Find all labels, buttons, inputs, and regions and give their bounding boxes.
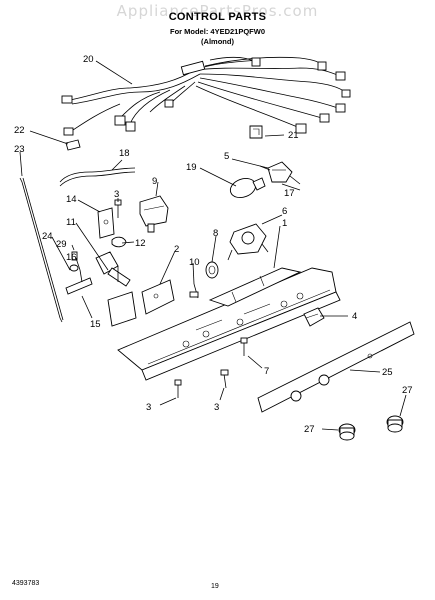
cold-control-thermostat [95, 251, 137, 327]
callout-1: 1 [282, 218, 287, 229]
screw [114, 199, 122, 218]
callout-12: 12 [135, 238, 146, 249]
screw-lower-left [174, 379, 182, 398]
callout-27-left: 27 [304, 424, 315, 435]
callout-18: 18 [119, 148, 130, 159]
callout-21: 21 [288, 130, 299, 141]
callout-27-right: 27 [402, 385, 413, 396]
mounting-bracket [97, 207, 115, 239]
control-knob-right [386, 415, 404, 433]
screw-7 [240, 337, 248, 356]
control-panel-strip [257, 321, 415, 413]
thermostat-clip [111, 236, 127, 248]
hardware-group [65, 251, 93, 295]
callout-6: 6 [282, 206, 287, 217]
screw-small [189, 283, 199, 299]
callout-5: 5 [224, 151, 229, 162]
part-number: 4393783 [12, 580, 40, 587]
wire-clip [65, 139, 81, 151]
knob [205, 261, 219, 279]
diagram-title: CONTROL PARTS [168, 11, 267, 23]
control-switch [139, 195, 169, 233]
control-rod [19, 177, 64, 323]
drain-tube [59, 167, 136, 187]
watermark: AppliancePartsPros.com [116, 2, 319, 20]
callout-16: 16 [66, 252, 77, 263]
callout-11: 11 [66, 217, 76, 228]
callout-20: 20 [83, 54, 94, 65]
retainer-clip [303, 307, 325, 327]
callout-23: 23 [14, 144, 25, 155]
callout-3-upper: 3 [114, 189, 119, 200]
light-bulb [229, 177, 266, 199]
callout-10: 10 [189, 257, 200, 268]
callout-25: 25 [382, 367, 393, 378]
wire-harness [61, 56, 351, 136]
callout-15: 15 [90, 319, 101, 330]
screw-lower-right [220, 369, 229, 389]
callout-7: 7 [264, 366, 269, 377]
callout-3-lower-left: 3 [146, 402, 151, 413]
callout-3-lower-right: 3 [214, 402, 219, 413]
lamp-socket [259, 161, 301, 185]
harness-bracket [249, 125, 263, 139]
leader-lines [19, 60, 407, 431]
callout-labels: 20 22 21 23 18 5 19 17 9 3 14 6 1 11 8 1… [14, 54, 413, 435]
callout-14: 14 [66, 194, 77, 205]
color-line: (Almond) [201, 37, 234, 46]
callout-19: 19 [186, 162, 197, 173]
control-knob-left [338, 423, 356, 441]
control-bracket [141, 279, 175, 315]
callout-9: 9 [152, 176, 157, 187]
control-housing [117, 267, 341, 381]
callout-8: 8 [213, 228, 218, 239]
callout-22: 22 [14, 125, 25, 136]
model-line: For Model: 4YED21PQFW0 [169, 27, 265, 36]
damper-control [227, 223, 269, 261]
page-number: 19 [211, 583, 219, 590]
callout-4: 4 [352, 311, 357, 322]
callout-29: 29 [56, 239, 67, 250]
callout-2: 2 [174, 244, 179, 255]
callout-24: 24 [42, 231, 53, 242]
callout-17: 17 [284, 188, 295, 199]
